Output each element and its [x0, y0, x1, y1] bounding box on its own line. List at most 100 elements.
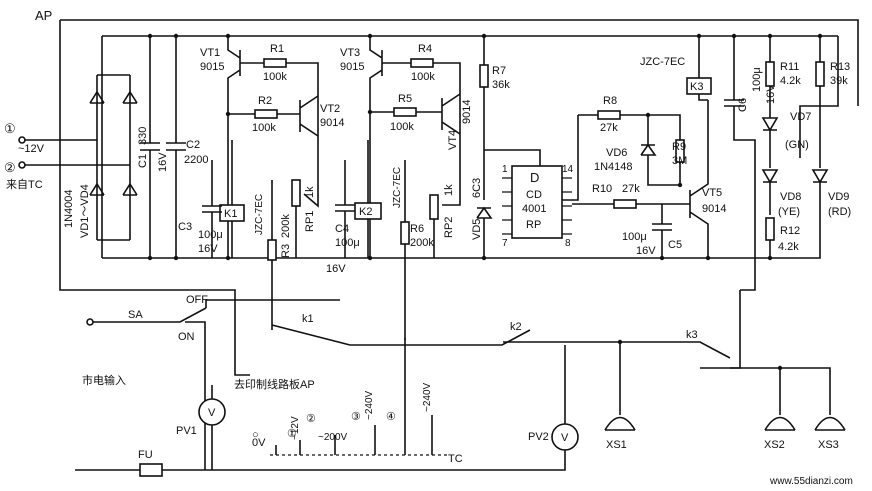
tap-2v: ~200V: [318, 432, 348, 443]
transistor-vt4: [441, 93, 461, 135]
board-label: AP: [35, 8, 52, 23]
xs1-label: XS1: [606, 439, 627, 451]
mains-label: 市电输入: [82, 373, 126, 387]
relay-k3: [686, 36, 712, 101]
socket-xs1: [604, 400, 636, 431]
vt5-part: 9014: [702, 203, 726, 215]
transistor-vt1: [227, 36, 258, 258]
vd7-label: VD7: [790, 111, 811, 123]
watermark: www.55dianzi.com: [769, 476, 853, 487]
resistor-r7: [479, 36, 489, 200]
k3-type: JZC-7EC: [640, 56, 685, 68]
tap-2-marker: ②: [306, 413, 316, 425]
vd6-label: VD6: [606, 147, 627, 159]
switch-on: ON: [178, 331, 195, 343]
r7-label: R7: [492, 65, 506, 77]
resistor-r9: [675, 139, 685, 185]
resistor-r8: [578, 110, 681, 140]
resistor-r12: [765, 217, 775, 258]
r2-value: 100k: [252, 122, 276, 134]
xs2-label: XS2: [764, 439, 785, 451]
contact-k1: k1: [302, 313, 314, 325]
vt2-label: VT2: [320, 103, 340, 115]
rp2-label: RP2: [443, 217, 455, 238]
resistor-r10: [572, 199, 690, 209]
vt1-part: 9015: [200, 61, 224, 73]
rectifier-part: 1N4004: [63, 189, 75, 228]
r3-label: R3: [280, 244, 292, 258]
rail-right: [799, 36, 839, 158]
input-terminal-1: ①: [4, 121, 16, 136]
rp1-label: RP1: [304, 211, 316, 232]
c5-voltage: 16V: [636, 245, 656, 257]
voltmeter-pv1: [198, 385, 226, 470]
resistor-r1: [258, 58, 319, 180]
r5-label: R5: [398, 93, 412, 105]
vd8-color: (YE): [778, 206, 800, 218]
ic-d: D: [530, 170, 539, 185]
bridge-rectifier: [18, 74, 138, 241]
relay-k1: [219, 140, 245, 258]
c6-value: 100μ: [751, 67, 763, 92]
r2-label: R2: [258, 95, 272, 107]
diode-vd5: [476, 206, 493, 258]
r7-value: 36k: [492, 79, 510, 91]
socket-xs3: [814, 400, 846, 431]
transformer-label: TC: [448, 453, 463, 465]
tap-3-marker: ③: [351, 411, 361, 423]
c1-label: C1: [137, 154, 149, 168]
c3-label: C3: [178, 221, 192, 233]
resistor-r2: [228, 109, 300, 119]
capacitor-c2: [166, 36, 186, 258]
c5-label: C5: [668, 239, 682, 251]
r11-label: R11: [780, 61, 799, 73]
transformer-tc: [270, 415, 450, 456]
pv2-label: PV2: [528, 431, 549, 443]
vd9-color: (RD): [828, 206, 851, 218]
r3-value: 200k: [280, 214, 292, 238]
board-outline: [59, 19, 859, 376]
vt2-part: 9014: [320, 117, 344, 129]
r4-label: R4: [418, 43, 432, 55]
led-vd8: [761, 169, 779, 215]
led-vd7: [761, 117, 779, 168]
tap-0-marker: ○: [252, 429, 259, 441]
resistor-r3: [267, 180, 277, 325]
vd8-label: VD8: [780, 191, 801, 203]
vt5-label: VT5: [702, 187, 722, 199]
resistor-r11: [765, 36, 775, 118]
tap-1-marker: ①: [287, 428, 297, 440]
r10-value: 27k: [622, 183, 640, 195]
c2-value: 2200: [184, 154, 208, 166]
input-voltage: ~12V: [18, 143, 45, 155]
resistor-r13: [815, 36, 825, 168]
c2-label: C2: [186, 139, 200, 151]
vt4-part: 9014: [461, 100, 473, 124]
r8-label: R8: [603, 95, 617, 107]
r4-value: 100k: [411, 71, 435, 83]
to-board-label: 去印制线路板AP: [234, 377, 315, 391]
potentiometer-rp1: [291, 179, 319, 258]
potentiometer-rp2: [429, 180, 461, 258]
ic-pin8: 8: [565, 238, 571, 249]
r8-value: 27k: [600, 122, 618, 134]
r12-label: R12: [780, 225, 800, 237]
r5-value: 100k: [390, 121, 414, 133]
socket-xs2: [764, 400, 796, 431]
resistor-r4: [405, 58, 461, 180]
vd9-label: VD9: [828, 191, 849, 203]
r1-value: 100k: [263, 71, 287, 83]
r11-value: 4.2k: [780, 75, 801, 87]
resistor-r6: [400, 160, 410, 440]
r9-value: 3M: [672, 155, 687, 167]
k1-type: JZC-7EC: [254, 194, 265, 235]
capacitor-c4: [335, 160, 355, 258]
r6-label: R6: [410, 223, 424, 235]
vt3-label: VT3: [340, 47, 360, 59]
ic-name2: 4001: [522, 203, 546, 215]
pv1-v: V: [208, 407, 216, 419]
capacitor-c5: [652, 204, 672, 258]
c6-label: C6: [737, 98, 749, 112]
ic-pin14: 14: [562, 164, 574, 175]
